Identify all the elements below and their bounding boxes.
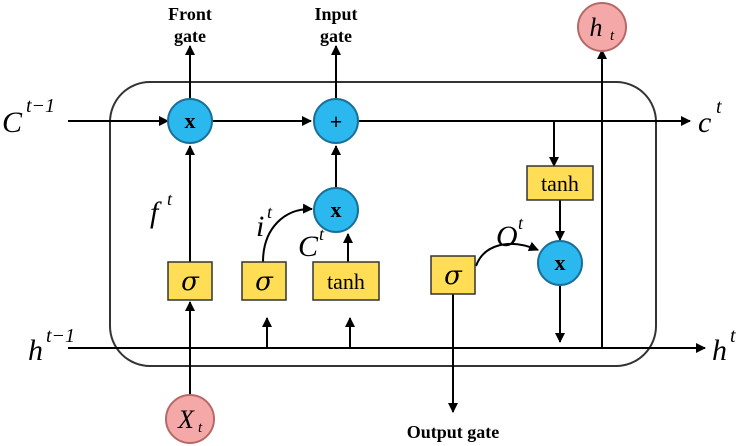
svg-text:σ: σ xyxy=(255,267,274,297)
h-t-out-label: h t xyxy=(712,325,736,367)
output-multiply-node: x xyxy=(537,240,583,286)
svg-text:+: + xyxy=(330,109,343,134)
input-multiply-node: x xyxy=(313,187,359,233)
f-t-label: f t xyxy=(150,189,173,229)
front-gate-label-line1: Front xyxy=(168,4,212,24)
svg-text:x: x xyxy=(555,250,566,275)
forget-sigma-box: σ xyxy=(167,261,213,301)
c-prev-label: C t−1 xyxy=(2,95,55,139)
h-t-output-node: h t xyxy=(577,2,627,52)
svg-text:t: t xyxy=(198,420,203,436)
output-sigma-box: σ xyxy=(430,255,476,295)
svg-text:O: O xyxy=(496,220,518,253)
svg-text:x: x xyxy=(331,197,342,222)
svg-text:x: x xyxy=(185,108,196,133)
input-gate-label-line2: gate xyxy=(320,26,352,46)
x-t-input-node: X t xyxy=(165,394,215,444)
c-tilde-label: C t xyxy=(298,224,325,263)
connections xyxy=(68,45,706,413)
o-t-label: O t xyxy=(496,213,524,253)
svg-text:C: C xyxy=(298,230,319,263)
front-gate-label-line2: gate xyxy=(174,26,206,46)
cell-boundary xyxy=(109,81,657,367)
svg-text:t−1: t−1 xyxy=(26,95,55,117)
svg-text:t: t xyxy=(730,325,736,347)
svg-text:tanh: tanh xyxy=(327,269,365,294)
svg-text:C: C xyxy=(2,106,23,139)
h-prev-label: h t−1 xyxy=(28,325,75,367)
svg-text:t−1: t−1 xyxy=(46,325,75,347)
svg-text:σ: σ xyxy=(181,267,200,297)
candidate-tanh-box: tanh xyxy=(312,261,380,301)
svg-text:t: t xyxy=(319,224,325,244)
svg-text:t: t xyxy=(610,28,615,44)
svg-text:X: X xyxy=(177,405,195,434)
svg-text:σ: σ xyxy=(444,261,463,291)
svg-text:t: t xyxy=(716,96,722,118)
cell-tanh-box: tanh xyxy=(526,165,594,201)
svg-text:h: h xyxy=(712,334,727,367)
output-gate-label: Output gate xyxy=(407,422,500,442)
svg-text:h: h xyxy=(590,13,603,42)
svg-text:f: f xyxy=(150,196,162,229)
svg-text:tanh: tanh xyxy=(541,171,579,196)
svg-text:h: h xyxy=(28,334,43,367)
svg-text:i: i xyxy=(256,210,264,243)
input-gate-label-line1: Input xyxy=(314,4,357,24)
c-t-label: c t xyxy=(698,96,722,139)
svg-text:t: t xyxy=(167,189,173,209)
cell-add-node: + xyxy=(313,98,359,144)
i-t-label: i t xyxy=(256,202,273,243)
input-sigma-box: σ xyxy=(241,261,287,301)
svg-text:c: c xyxy=(698,106,711,139)
forget-multiply-node: x xyxy=(167,98,213,144)
svg-text:t: t xyxy=(267,202,273,222)
svg-text:t: t xyxy=(518,213,524,233)
